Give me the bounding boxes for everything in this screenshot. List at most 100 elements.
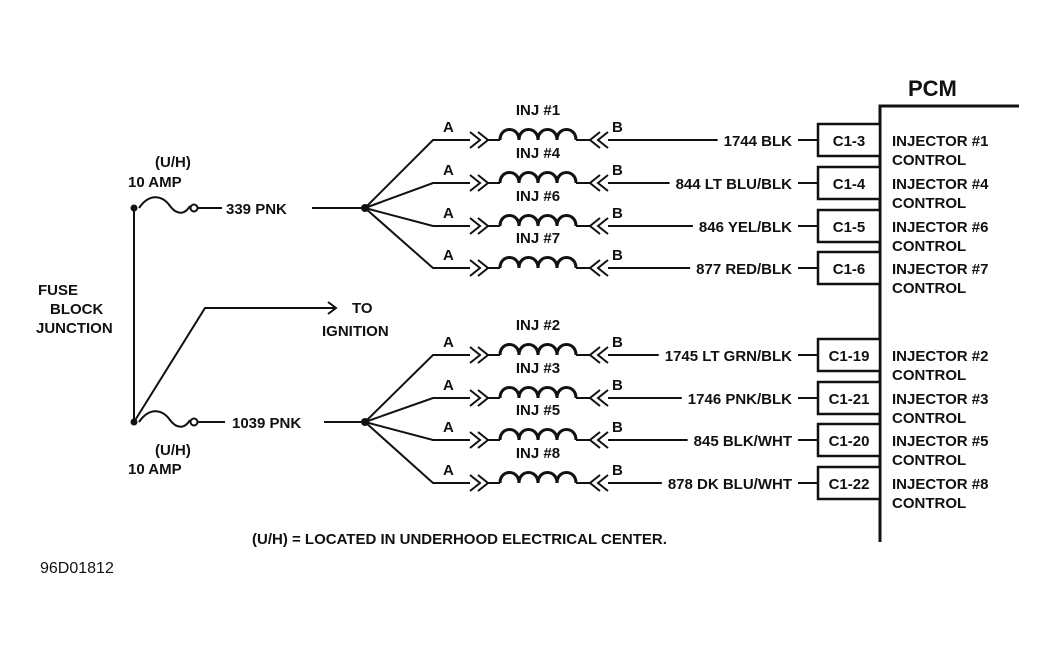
- control-wire-label: 877 RED/BLK: [696, 261, 792, 278]
- fuse-lower-element: [138, 410, 191, 428]
- pcm-pin-box: [816, 337, 882, 373]
- ignition-arrow: [327, 301, 338, 315]
- injector-row: A B INJ #6 846 YEL/BLK C1-5 INJECTOR #6 CONTRO…: [364, 188, 988, 255]
- injector-coil-icon: [498, 128, 578, 141]
- pcm-label: PCM: [908, 76, 957, 101]
- injector-control-label: INJECTOR #7: [892, 261, 988, 278]
- injector-coil-icon: [498, 171, 578, 184]
- control-wire-label: 845 BLK/WHT: [694, 433, 792, 450]
- injector-row: A B INJ #3 1746 PNK/BLK C1-21 INJECTOR #3 CONT…: [364, 360, 988, 427]
- connector-a-label: A: [443, 377, 454, 394]
- connector-b-icon: [588, 346, 609, 364]
- injector-control-label: INJECTOR #3: [892, 391, 988, 408]
- fuse-upper-element: [138, 196, 191, 214]
- injector-row: A B INJ #7 877 RED/BLK C1-6 INJECTOR #7 CONTRO…: [364, 207, 988, 297]
- control-label: CONTROL: [892, 495, 966, 512]
- pcm-pin-box: [816, 465, 882, 501]
- pcm-pin-box: [816, 208, 882, 244]
- footnote: (U/H) = LOCATED IN UNDERHOOD ELECTRICAL …: [252, 531, 667, 548]
- control-label: CONTROL: [892, 195, 966, 212]
- control-wire-label: 1745 LT GRN/BLK: [665, 348, 792, 365]
- connector-a-icon: [469, 431, 490, 449]
- fuse-upper: (U/H) 10 AMP 339 PNK: [128, 154, 369, 218]
- injector-coil-icon: [498, 471, 578, 484]
- harness-branch: [364, 207, 470, 227]
- pcm-pin-label: C1-6: [833, 261, 866, 278]
- injector-coil-icon: [498, 343, 578, 356]
- control-label: CONTROL: [892, 367, 966, 384]
- figure-code: 96D01812: [40, 560, 114, 577]
- connector-a-icon: [469, 474, 490, 492]
- injector-control-label: INJECTOR #8: [892, 476, 988, 493]
- ignition-wire: [133, 307, 335, 423]
- connector-b-label: B: [612, 119, 623, 136]
- injector-name: INJ #5: [516, 402, 560, 419]
- control-wire-label: 846 YEL/BLK: [699, 219, 792, 236]
- connector-b-label: B: [612, 205, 623, 222]
- connector-b-icon: [588, 474, 609, 492]
- fuse-upper-rating: 10 AMP: [128, 174, 182, 191]
- connector-a-label: A: [443, 162, 454, 179]
- pcm-pin-label: C1-20: [829, 433, 870, 450]
- control-label: CONTROL: [892, 152, 966, 169]
- injector-coil-icon: [498, 428, 578, 441]
- control-wire-label: 878 DK BLU/WHT: [668, 476, 792, 493]
- injector-control-label: INJECTOR #6: [892, 219, 988, 236]
- to-ignition-label-2: IGNITION: [322, 323, 389, 340]
- fuse-upper-location: (U/H): [155, 154, 191, 171]
- fuse-lower-terminal-left: [130, 418, 138, 426]
- control-label: CONTROL: [892, 452, 966, 469]
- fuse-lower-terminal-right: [189, 417, 199, 427]
- injector-control-label: INJECTOR #5: [892, 433, 988, 450]
- harness-branch: [364, 182, 470, 209]
- injector-name: INJ #6: [516, 188, 560, 205]
- injector-name: INJ #1: [516, 102, 560, 119]
- connector-a-label: A: [443, 119, 454, 136]
- connector-b-icon: [588, 174, 609, 192]
- control-wire-label: 1746 PNK/BLK: [688, 391, 792, 408]
- pcm-pin-box: [816, 422, 882, 458]
- connector-a-label: A: [443, 462, 454, 479]
- control-wire-label: 1744 BLK: [724, 133, 793, 150]
- injector-coil-icon: [498, 214, 578, 227]
- control-label: CONTROL: [892, 238, 966, 255]
- pcm-pin-box: [816, 250, 882, 286]
- connector-b-label: B: [612, 377, 623, 394]
- pcm-pin-label: C1-4: [833, 176, 866, 193]
- pcm-pin-box: [816, 380, 882, 416]
- fuse-lower-rating: 10 AMP: [128, 461, 182, 478]
- fuse-block-label-2: BLOCK: [50, 301, 103, 318]
- connector-b-label: B: [612, 462, 623, 479]
- injector-coil-icon: [498, 386, 578, 399]
- control-label: CONTROL: [892, 280, 966, 297]
- connector-a-label: A: [443, 205, 454, 222]
- connector-b-icon: [588, 431, 609, 449]
- pcm-pin-label: C1-5: [833, 219, 866, 236]
- injector-control-label: INJECTOR #4: [892, 176, 989, 193]
- injector-name: INJ #3: [516, 360, 560, 377]
- injector-name: INJ #4: [516, 145, 561, 162]
- connector-a-icon: [469, 389, 490, 407]
- pcm-pin-label: C1-3: [833, 133, 866, 150]
- harness-branch: [364, 397, 470, 423]
- injector-control-label: INJECTOR #1: [892, 133, 988, 150]
- connector-b-icon: [588, 217, 609, 235]
- to-ignition-label-1: TO: [352, 300, 373, 317]
- fuse-block-label-1: FUSE: [38, 282, 78, 299]
- pcm-pin-label: C1-21: [829, 391, 870, 408]
- connector-b-icon: [588, 389, 609, 407]
- fuse-block-label-3: JUNCTION: [36, 320, 113, 337]
- injector-name: INJ #7: [516, 230, 560, 247]
- pcm-pin-box: [816, 122, 882, 158]
- pcm-pin-label: C1-22: [829, 476, 870, 493]
- injector-coil-icon: [498, 256, 578, 269]
- connector-a-icon: [469, 174, 490, 192]
- connector-b-icon: [588, 131, 609, 149]
- connector-a-label: A: [443, 247, 454, 264]
- connector-b-label: B: [612, 247, 623, 264]
